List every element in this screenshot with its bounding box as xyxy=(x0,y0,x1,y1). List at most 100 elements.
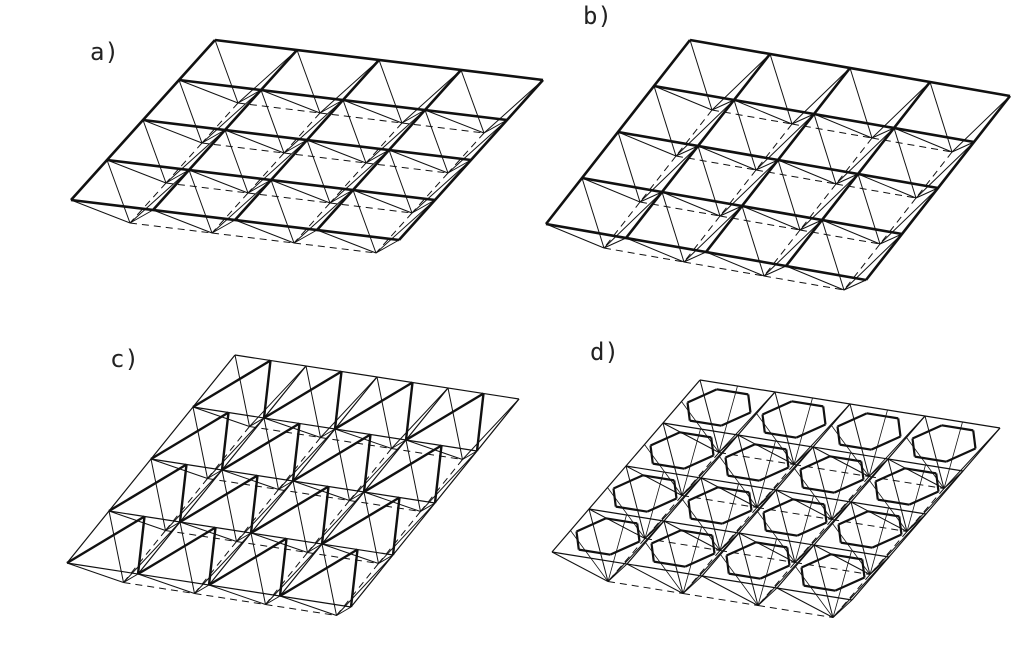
web-member xyxy=(662,422,683,496)
web-member xyxy=(211,179,272,234)
web-member xyxy=(756,440,776,508)
bottom-chord xyxy=(329,202,413,214)
web-member xyxy=(352,189,377,254)
web-member xyxy=(769,53,793,125)
web-member xyxy=(424,109,449,174)
web-member xyxy=(821,219,845,291)
web-member xyxy=(893,127,917,199)
web-member xyxy=(188,169,213,234)
web-member xyxy=(775,489,796,563)
hexagon-chord xyxy=(687,500,692,519)
triangulated-chord xyxy=(207,527,217,586)
bottom-chord xyxy=(843,243,881,291)
web-member xyxy=(661,191,721,217)
hexagon-chord xyxy=(861,559,866,578)
hexagon-chord xyxy=(717,486,750,494)
web-member xyxy=(247,139,308,194)
web-member xyxy=(639,145,699,203)
hexagon-chord xyxy=(897,418,902,437)
web-member xyxy=(653,85,677,157)
hexagon-chord xyxy=(689,419,722,427)
web-member xyxy=(625,237,685,263)
hexagon-chord xyxy=(720,411,751,427)
hexagon-chord xyxy=(786,547,791,566)
hexagon-chord xyxy=(914,455,947,463)
hexagon-chord xyxy=(650,543,655,562)
hexagon-chord xyxy=(877,498,910,506)
web-member xyxy=(265,595,281,605)
web-member xyxy=(278,480,294,490)
web-member xyxy=(234,354,250,427)
hexagon-chord xyxy=(823,504,828,523)
web-member xyxy=(661,191,685,263)
bottom-chord xyxy=(129,182,167,224)
hexagon-chord xyxy=(761,414,766,433)
web-member xyxy=(391,387,449,449)
web-member xyxy=(617,131,677,157)
bottom-chord xyxy=(682,593,759,606)
web-member xyxy=(260,89,321,114)
hexagon-chord xyxy=(792,498,825,506)
web-member xyxy=(194,532,252,594)
hexagon-chord xyxy=(652,462,685,470)
web-member xyxy=(887,458,945,489)
web-member xyxy=(123,573,139,583)
web-member xyxy=(711,99,735,111)
bottom-chord xyxy=(365,162,449,174)
web-member xyxy=(319,99,344,114)
web-member xyxy=(336,554,394,616)
web-member xyxy=(447,159,472,174)
bottom-chord xyxy=(799,183,837,231)
web-member xyxy=(250,532,266,605)
triangulated-chord xyxy=(349,549,359,608)
hexagon-chord xyxy=(829,455,862,463)
triangulated-chord xyxy=(249,475,259,534)
hexagon-chord xyxy=(802,486,835,494)
bottom-chord xyxy=(869,531,908,575)
web-member xyxy=(237,49,298,104)
web-member xyxy=(129,209,154,224)
panel-label-d: d) xyxy=(590,338,619,366)
top-chord xyxy=(624,53,772,239)
hexagon-chord xyxy=(870,435,901,451)
bottom-chord xyxy=(682,550,721,594)
web-member xyxy=(653,85,713,111)
web-member xyxy=(296,49,321,114)
web-member xyxy=(813,113,837,185)
top-chord xyxy=(704,67,852,253)
web-member xyxy=(700,477,721,551)
web-member xyxy=(165,169,190,184)
web-member xyxy=(388,149,413,214)
web-member xyxy=(741,205,801,231)
web-member xyxy=(683,251,707,263)
hexagon-chord xyxy=(686,402,691,421)
web-member xyxy=(791,113,815,125)
triangulated-chord xyxy=(192,359,272,409)
web-member xyxy=(763,265,787,277)
triangulated-chord xyxy=(292,433,372,483)
web-member xyxy=(411,159,472,214)
web-member xyxy=(719,159,779,217)
panel-label-c: c) xyxy=(110,345,139,373)
bottom-chord xyxy=(683,261,765,277)
web-member xyxy=(791,67,851,125)
hexagon-chord xyxy=(754,443,787,451)
hexagon-chord xyxy=(908,490,939,506)
web-member xyxy=(857,173,881,245)
web-member xyxy=(626,563,684,594)
web-member xyxy=(617,131,641,203)
hexagon-chord xyxy=(726,541,757,557)
panel-b xyxy=(544,38,1012,291)
web-member xyxy=(142,119,167,184)
web-member xyxy=(718,385,738,453)
web-member xyxy=(329,149,390,204)
hexagon-chord xyxy=(837,412,868,428)
bottom-chord xyxy=(336,563,379,616)
web-member xyxy=(850,501,908,532)
hexagon-chord xyxy=(687,388,718,404)
bottom-chord xyxy=(681,452,720,496)
hexagon-chord xyxy=(904,467,937,475)
bottom-chord xyxy=(194,593,266,605)
bottom-chord xyxy=(237,102,321,114)
triangulated-chord xyxy=(391,497,401,556)
